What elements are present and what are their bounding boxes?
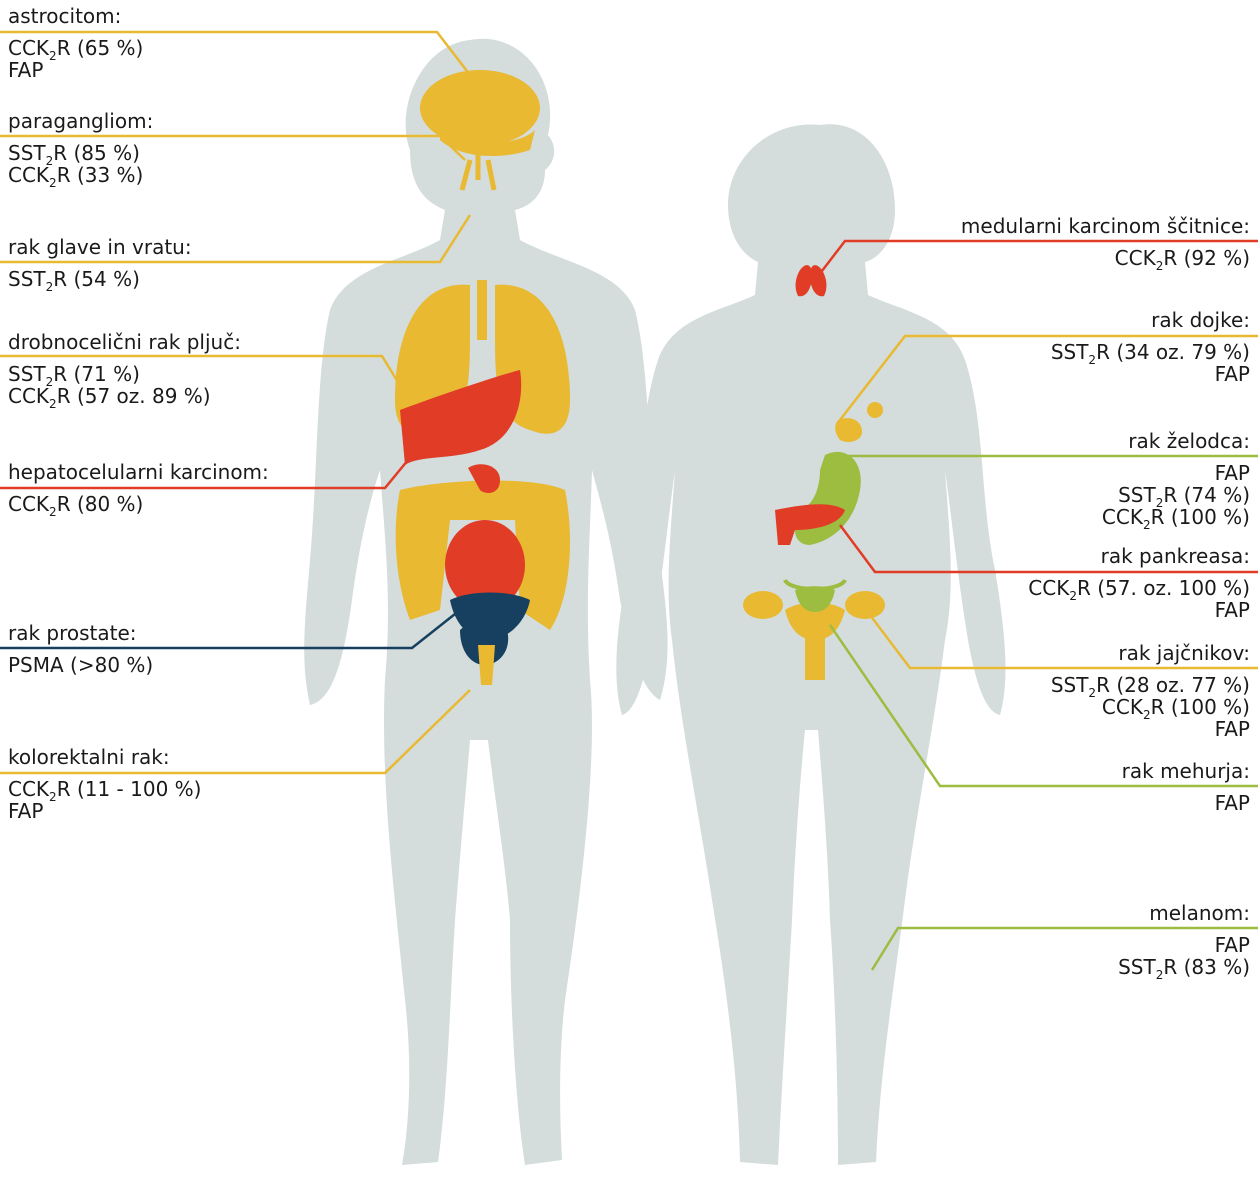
label-value: CCK2R (33 %) (8, 164, 153, 186)
label-title: medularni karcinom ščitnice: (961, 215, 1250, 237)
label-value: CCK2R (80 %) (8, 493, 269, 515)
label-value: SST2R (71 %) (8, 363, 241, 385)
label-title: rak glave in vratu: (8, 236, 192, 258)
label-title: rak pankreasa: (1028, 545, 1250, 567)
label-value: SST2R (54 %) (8, 268, 192, 290)
label-title: rak prostate: (8, 622, 153, 644)
label-value: SST2R (83 %) (1118, 956, 1250, 978)
label-value: CCK2R (57 oz. 89 %) (8, 385, 241, 407)
label-value: SST2R (28 oz. 77 %) (1051, 674, 1250, 696)
label-title: hepatocelularni karcinom: (8, 461, 269, 483)
label-colorectal: kolorektalni rak: CCK2R (11 - 100 %)FAP (8, 746, 201, 822)
label-ovary: rak jajčnikov: SST2R (28 oz. 77 %)CCK2R (… (1051, 642, 1250, 740)
label-value: CCK2R (57. oz. 100 %) (1028, 577, 1250, 599)
label-prostate: rak prostate: PSMA (>80 %) (8, 622, 153, 676)
label-title: rak želodca: (1102, 430, 1250, 452)
label-value: CCK2R (100 %) (1102, 506, 1250, 528)
label-breast: rak dojke: SST2R (34 oz. 79 %)FAP (1051, 309, 1250, 385)
label-sclc: drobnocelični rak pljuč: SST2R (71 %)CCK2… (8, 331, 241, 407)
label-head-neck: rak glave in vratu: SST2R (54 %) (8, 236, 192, 290)
label-value: CCK2R (92 %) (961, 247, 1250, 269)
label-value: CCK2R (100 %) (1051, 696, 1250, 718)
label-thyroid: medularni karcinom ščitnice: CCK2R (92 %) (961, 215, 1250, 269)
label-title: drobnocelični rak pljuč: (8, 331, 241, 353)
label-pancreas: rak pankreasa: CCK2R (57. oz. 100 %)FAP (1028, 545, 1250, 621)
label-value: SST2R (85 %) (8, 142, 153, 164)
label-title: paragangliom: (8, 110, 153, 132)
label-astrocitom: astrocitom: CCK2R (65 %)FAP (8, 5, 143, 81)
label-value: CCK2R (11 - 100 %) (8, 778, 201, 800)
label-value: PSMA (>80 %) (8, 654, 153, 676)
label-title: rak jajčnikov: (1051, 642, 1250, 664)
label-paragangliom: paragangliom: SST2R (85 %)CCK2R (33 %) (8, 110, 153, 186)
label-value: FAP (1028, 599, 1250, 621)
label-title: rak dojke: (1051, 309, 1250, 331)
label-value: FAP (8, 59, 143, 81)
label-value: SST2R (34 oz. 79 %) (1051, 341, 1250, 363)
label-value: FAP (1118, 934, 1250, 956)
label-value: FAP (1122, 792, 1250, 814)
label-hcc: hepatocelularni karcinom: CCK2R (80 %) (8, 461, 269, 515)
label-value: SST2R (74 %) (1102, 484, 1250, 506)
label-value: CCK2R (65 %) (8, 37, 143, 59)
label-value: FAP (8, 800, 201, 822)
label-title: kolorektalni rak: (8, 746, 201, 768)
label-title: melanom: (1118, 902, 1250, 924)
label-value: FAP (1051, 363, 1250, 385)
label-title: rak mehurja: (1122, 760, 1250, 782)
label-title: astrocitom: (8, 5, 143, 27)
label-value: FAP (1102, 462, 1250, 484)
label-bladder: rak mehurja: FAP (1122, 760, 1250, 814)
